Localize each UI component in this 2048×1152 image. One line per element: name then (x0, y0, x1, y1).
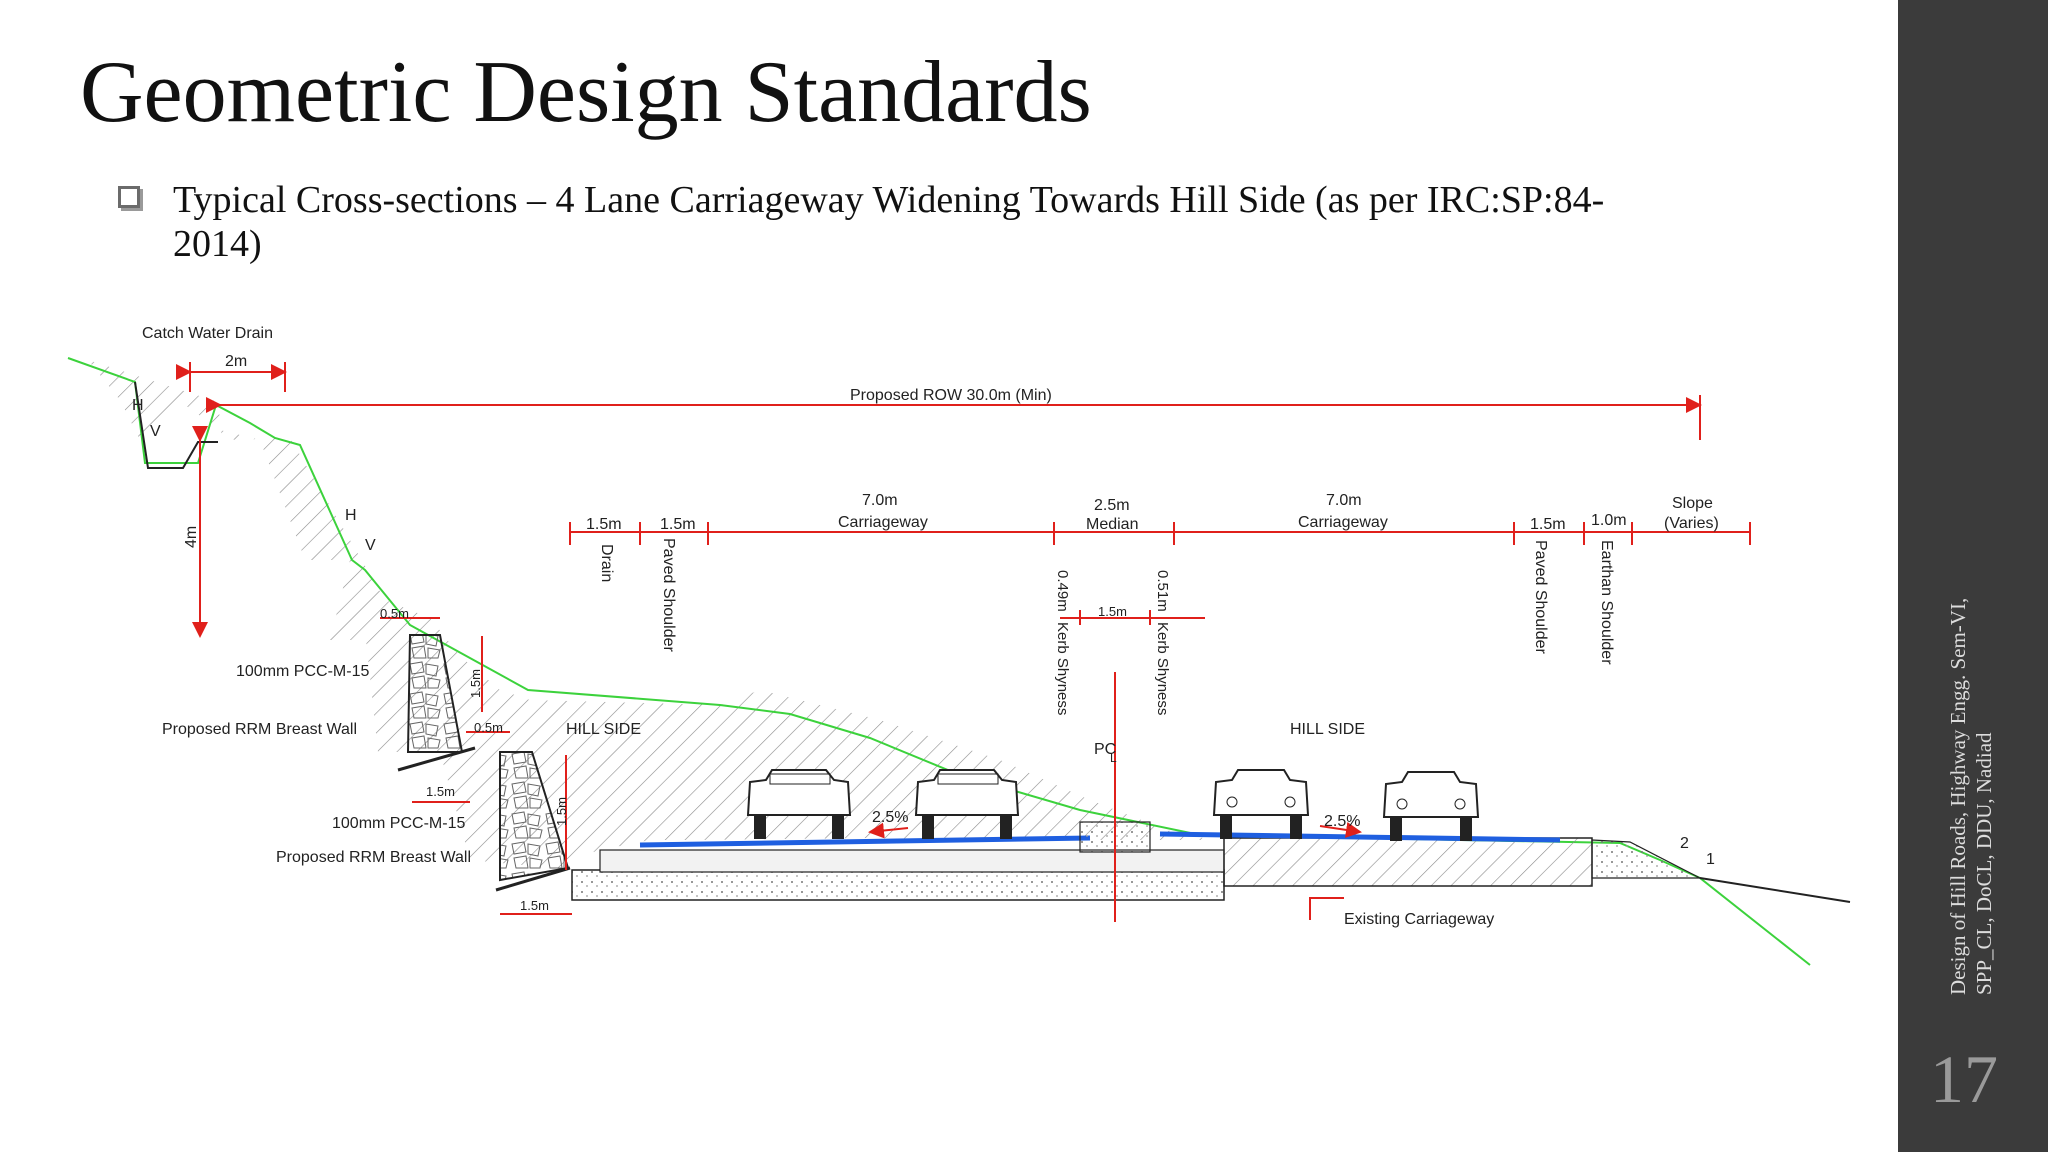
label-cw-right: Carriageway (1298, 514, 1388, 531)
label-v2: V (365, 537, 376, 554)
label-paved-shoulder-left: Paved Shoulder (660, 538, 677, 653)
label-cw-right-dim: 7.0m (1326, 492, 1362, 509)
cross-section-diagram: Catch Water Drain 2m Proposed ROW 30.0m … (67, 325, 1851, 966)
label-earthen-dim: 1.0m (1591, 512, 1627, 529)
label-h1: H (132, 397, 144, 414)
label-dim-0-5m-a: 0.5m (380, 606, 409, 621)
label-cw-left: Carriageway (838, 514, 928, 531)
label-drain-dim: 1.5m (586, 516, 622, 533)
label-kerb-left: Kerb Shyness (1054, 622, 1071, 715)
existing-carriageway-block (1223, 837, 1593, 887)
label-hill-side-right: HILL SIDE (1290, 721, 1365, 738)
label-h2: H (345, 507, 357, 524)
label-pcc-2: 100mm PCC-M-15 (332, 815, 465, 832)
slide-title: Geometric Design Standards (80, 44, 1092, 141)
label-slope-bottom: (Varies) (1664, 515, 1719, 532)
label-row: Proposed ROW 30.0m (Min) (850, 387, 1052, 404)
car-icon-2 (914, 769, 1020, 839)
label-hill-side-left: HILL SIDE (566, 721, 641, 738)
label-median-inner: 1.5m (1098, 604, 1127, 619)
label-slope-ratio-v: 2 (1680, 835, 1689, 852)
label-paved-dim-right: 1.5m (1530, 516, 1566, 533)
label-kerb-right-dim: 0.51m (1154, 570, 1171, 612)
label-wall-1: Proposed RRM Breast Wall (162, 721, 357, 738)
label-pc: PC (1094, 741, 1116, 758)
label-paved-dim-left: 1.5m (660, 516, 696, 533)
label-slope-ratio-h: 1 (1706, 851, 1715, 868)
checkbox-bullet-icon (118, 186, 140, 208)
side-caption-line1: Design of Hill Roads, Highway Engg. Sem-… (1946, 597, 1970, 995)
label-wall-2: Proposed RRM Breast Wall (276, 849, 471, 866)
label-kerb-left-dim: 0.49m (1054, 570, 1071, 612)
label-earthen-shoulder: Earthan Shoulder (1598, 540, 1615, 665)
label-slope-top: Slope (1672, 495, 1713, 512)
label-median: Median (1086, 516, 1138, 533)
car-icon-4 (1382, 771, 1480, 841)
label-existing-carriageway: Existing Carriageway (1344, 911, 1494, 928)
label-cw-left-dim: 7.0m (862, 492, 898, 509)
label-median-dim: 2.5m (1094, 497, 1130, 514)
page-number: 17 (1930, 1041, 1998, 1117)
side-caption-line2: SPP_CL, DoCL, DDU, Nadiad (1972, 732, 1996, 995)
label-kerb-right: Kerb Shyness (1154, 622, 1171, 715)
label-dim-1-5m-wall2: 1.5m (554, 797, 569, 826)
label-camber-left: 2.5% (872, 809, 908, 826)
hill-cut-hatch (88, 360, 1220, 870)
label-dim-1-5m-base2: 1.5m (520, 898, 549, 913)
subbase-left (571, 869, 1225, 901)
base-layer-left (599, 849, 1225, 873)
car-icon-1 (746, 769, 852, 839)
bullet-item: Typical Cross-sections – 4 Lane Carriage… (118, 178, 1673, 266)
label-catch-water-drain: Catch Water Drain (142, 325, 273, 342)
label-dim-0-5m-b: 0.5m (474, 720, 503, 735)
label-dim-1-5m-wall1: 1.5m (468, 669, 483, 698)
side-caption: Design of Hill Roads, Highway Engg. Sem-… (1945, 515, 1997, 995)
label-v1: V (150, 423, 161, 440)
label-paved-shoulder-right: Paved Shoulder (1532, 540, 1549, 655)
label-pcc-1: 100mm PCC-M-15 (236, 663, 369, 680)
label-pc-sub: L (1110, 751, 1117, 765)
label-camber-right: 2.5% (1324, 813, 1360, 830)
car-icon-3 (1212, 769, 1310, 839)
label-drain-width: 2m (225, 353, 247, 370)
side-panel (1898, 0, 2048, 1152)
bullet-text: Typical Cross-sections – 4 Lane Carriage… (173, 179, 1605, 265)
label-drain: Drain (598, 544, 615, 582)
label-height-4m: 4m (183, 526, 200, 548)
label-dim-1-5m-base1: 1.5m (426, 784, 455, 799)
